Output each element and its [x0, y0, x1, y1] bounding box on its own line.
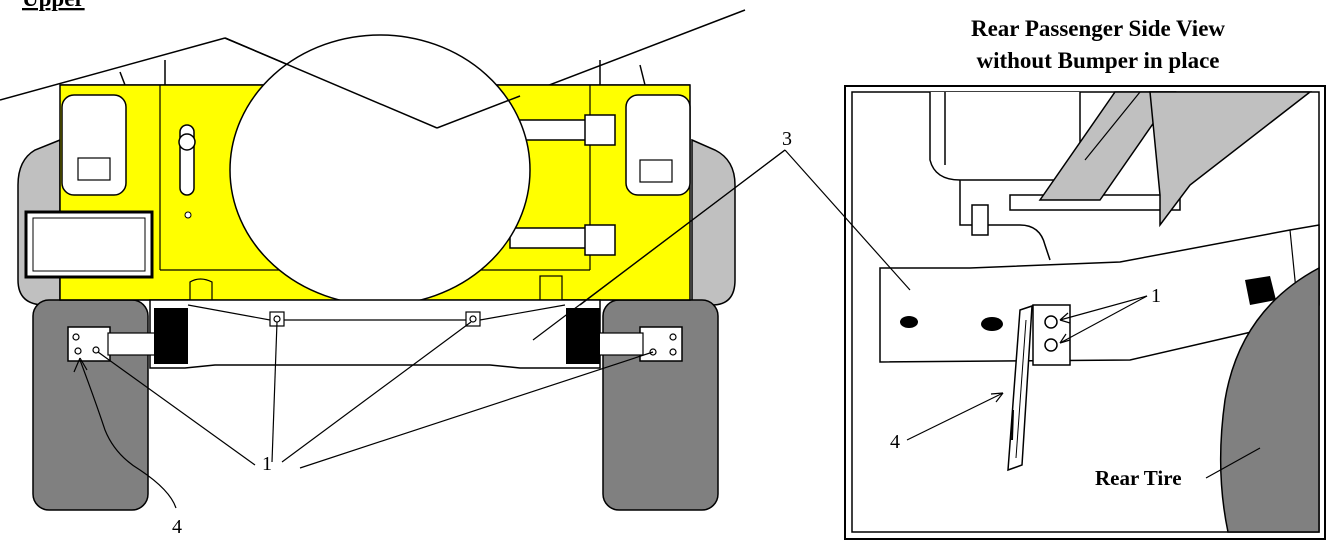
inset-callout-lines [784, 149, 1261, 479]
inset-hole-1 [900, 316, 918, 328]
rear-view: Upper [0, 0, 792, 538]
inset-angled-bracket-inner [1015, 319, 1027, 459]
spare-tire [229, 34, 531, 306]
inset-callout-4: 4 [890, 431, 900, 453]
inset-hole-3 [1245, 276, 1276, 305]
inset-bolt-bottom [1044, 338, 1058, 352]
body-bottom-bumps [189, 275, 563, 301]
rear-view-callout-lines [79, 149, 786, 509]
right-tail-light-lens [639, 159, 673, 183]
right-bumper-block [566, 308, 600, 364]
soft-top-crossline [224, 37, 438, 129]
inset-callout-1: 1 [1151, 285, 1161, 307]
inset-roll-bar-line [1084, 91, 1141, 161]
inset-tire-label: Rear Tire [1095, 466, 1182, 490]
inset-roll-bar-edge [1149, 91, 1313, 228]
rear-view-callout-4: 4 [172, 516, 182, 538]
spare-tire-brackets [509, 114, 616, 256]
inset-bolt-top [1044, 315, 1058, 329]
left-bumper-block [154, 308, 188, 364]
inset-title-line2: without Bumper in place [976, 48, 1219, 73]
right-bumper-bracket [639, 326, 683, 362]
rear-view-callout-3: 3 [782, 128, 792, 150]
left-tail-light-lens [77, 157, 111, 181]
header-fragment: Upper [22, 0, 85, 11]
side-view-inset: Rear Passenger Side View without Bumper … [784, 16, 1326, 540]
inset-rear-tire [1219, 266, 1320, 533]
inset-bracket-slot [1011, 410, 1014, 440]
rear-view-arrowhead-4 [73, 357, 88, 373]
right-fender-flare [691, 138, 736, 306]
inset-title-line1: Rear Passenger Side View [971, 16, 1225, 41]
tailgate-key [184, 211, 192, 219]
inset-bracket-plate [1032, 304, 1071, 366]
tailgate-handle-knob [178, 133, 196, 151]
inset-body-shapes [929, 92, 1181, 261]
inset-arrowheads [990, 312, 1071, 403]
bumper-upper-taper [187, 304, 566, 321]
inset-hole-2 [981, 317, 1003, 331]
right-bumper-arm [594, 332, 644, 356]
left-bumper-arm [107, 332, 157, 356]
rear-view-callout-1: 1 [262, 453, 272, 475]
soft-top-crossline-2 [436, 95, 521, 129]
bumper-bolts [72, 311, 677, 356]
license-plate-inner [32, 217, 146, 272]
